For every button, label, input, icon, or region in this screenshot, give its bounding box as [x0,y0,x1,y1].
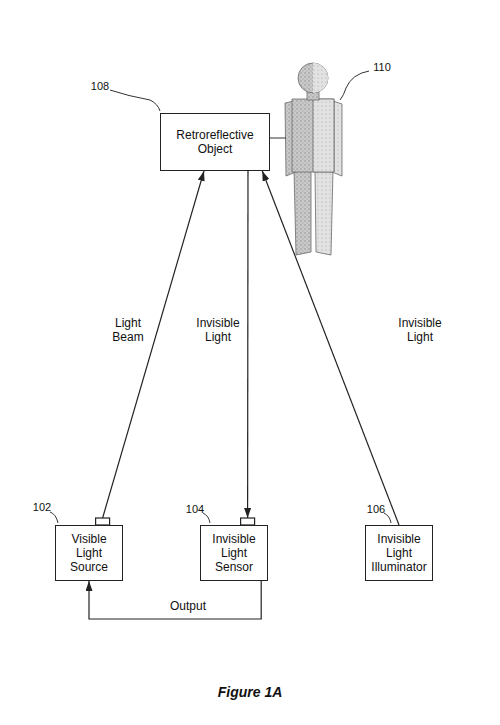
process-box: Retroreflective Object [160,113,270,171]
callout-number: 104 [186,503,204,516]
edge-label: Light Beam [110,315,145,345]
process-box: Invisible Light Illuminator [365,525,433,581]
signal-arrow [89,581,261,619]
callout-number: 102 [33,501,51,514]
sensor-window [96,518,110,525]
sensor-window [241,518,255,525]
edge-label: Invisible Light [194,315,241,345]
box-label: Visible Light Source [60,532,118,574]
callout-number: 108 [91,80,109,93]
process-box: Visible Light Source [55,525,123,581]
signal-arrow [103,171,204,518]
box-label: Invisible Light Illuminator [370,532,428,574]
callout-number: 106 [367,503,385,516]
edge-label: Output [168,598,208,614]
process-box: Invisible Light Sensor [200,525,268,581]
edge-label: Invisible Light [396,315,443,345]
signal-arrow [247,171,249,518]
box-label: Retroreflective Object [165,128,265,156]
callout-number: 110 [373,61,391,74]
signal-arrow [262,171,399,525]
box-label: Invisible Light Sensor [205,532,263,574]
figure-caption: Figure 1A [218,684,283,700]
leader-lines [50,71,391,523]
person-figure [285,63,342,255]
